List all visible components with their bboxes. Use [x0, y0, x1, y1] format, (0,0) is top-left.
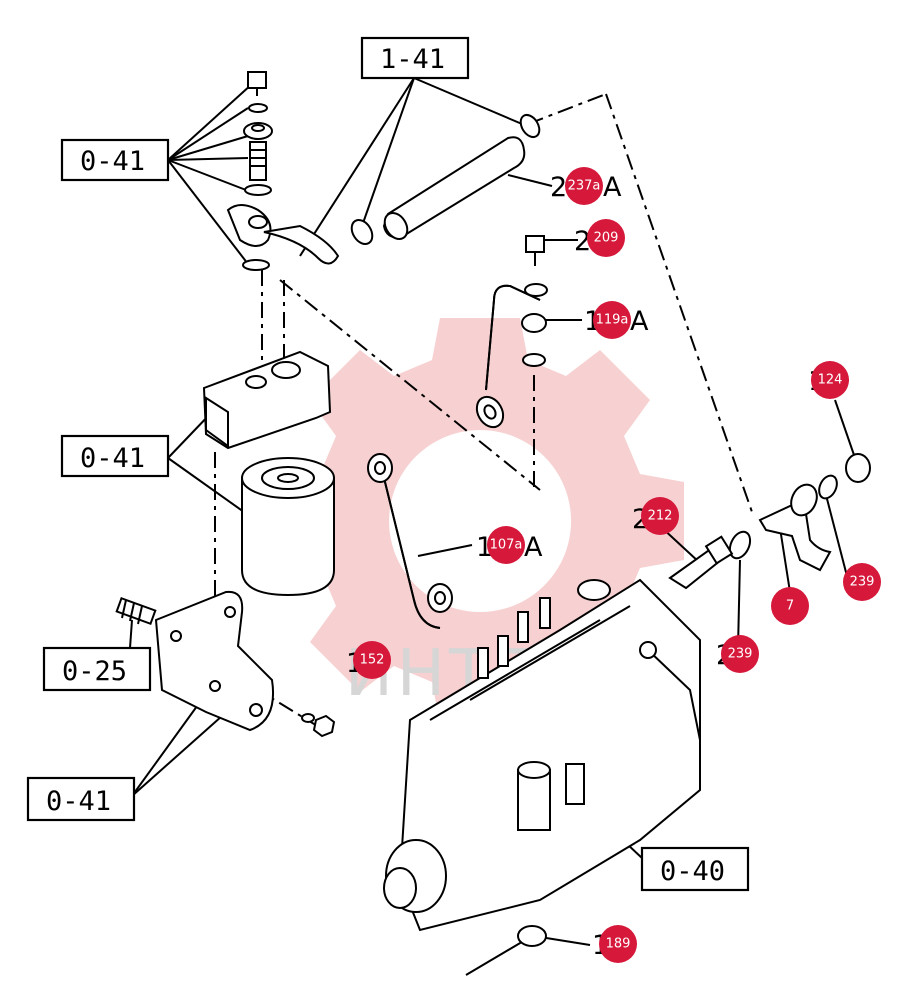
svg-text:209: 209 — [594, 231, 619, 246]
svg-text:107a: 107a — [490, 538, 523, 553]
callout-7[interactable]: 7 — [771, 587, 809, 625]
callout-107a[interactable]: 1 107a A — [476, 526, 543, 564]
svg-text:A: A — [524, 532, 543, 563]
svg-text:7: 7 — [786, 599, 794, 614]
callout-212[interactable]: 2 212 — [632, 497, 679, 535]
fuel-pipe-119a — [475, 235, 548, 429]
svg-text:A: A — [603, 172, 622, 203]
svg-text:152: 152 — [360, 653, 385, 668]
svg-text:239: 239 — [728, 647, 753, 662]
ref-box-0-41-mid: 0-41 — [60, 434, 170, 478]
ref-box-0-40: 0-40 — [640, 846, 750, 892]
callout-237a[interactable]: 2 237a A — [550, 167, 622, 205]
ref-box-0-41-bottom: 0-41 — [26, 776, 136, 822]
svg-text:1-41: 1-41 — [380, 44, 445, 75]
callout-209[interactable]: 2 209 — [574, 219, 625, 257]
filter-bracket — [154, 590, 274, 732]
stud-and-nut — [115, 596, 336, 738]
part-callouts: 2 237a A 2 209 1 119a A 1 124 2 212 1 — [346, 167, 881, 963]
reference-boxes: 1-41 0-41 0-41 0-25 0-41 0-40 — [26, 36, 750, 892]
injection-pump-body — [383, 578, 701, 932]
svg-text:189: 189 — [606, 937, 631, 952]
svg-text:0-41: 0-41 — [80, 146, 145, 177]
ref-box-0-25: 0-25 — [42, 646, 152, 692]
fuel-filter-cartridge — [241, 457, 335, 597]
fuel-pipe-107a — [367, 453, 453, 629]
bolt-189 — [465, 925, 547, 976]
svg-text:2: 2 — [550, 172, 567, 203]
svg-text:0-41: 0-41 — [80, 443, 145, 474]
svg-text:0-41: 0-41 — [46, 786, 111, 817]
svg-text:124: 124 — [818, 373, 843, 388]
ref-box-1-41: 1-41 — [360, 36, 470, 80]
callout-152[interactable]: 1 152 — [346, 641, 391, 679]
svg-text:0-40: 0-40 — [660, 856, 725, 887]
svg-text:A: A — [630, 306, 649, 337]
svg-text:239: 239 — [850, 575, 875, 590]
svg-text:0-25: 0-25 — [62, 656, 127, 687]
svg-text:2: 2 — [574, 226, 591, 257]
callout-239-left[interactable]: 2 239 — [716, 635, 759, 673]
callout-189[interactable]: 1 189 — [592, 925, 637, 963]
banjo-fitting-group — [728, 453, 871, 572]
delivery-valve-212 — [668, 535, 734, 590]
callout-124[interactable]: 1 124 — [808, 361, 849, 399]
banjo-bolt-stack — [226, 71, 340, 271]
callout-119a[interactable]: 1 119a A — [584, 301, 649, 339]
ref-box-0-41-top: 0-41 — [60, 138, 170, 182]
fuel-hose-assembly — [350, 113, 541, 246]
svg-text:119a: 119a — [596, 313, 629, 328]
leader-lines — [129, 77, 855, 946]
svg-text:212: 212 — [648, 509, 673, 524]
fuel-filter-head — [202, 350, 332, 450]
callout-239-right[interactable]: 2 239 — [843, 563, 881, 601]
svg-text:237a: 237a — [568, 179, 601, 194]
